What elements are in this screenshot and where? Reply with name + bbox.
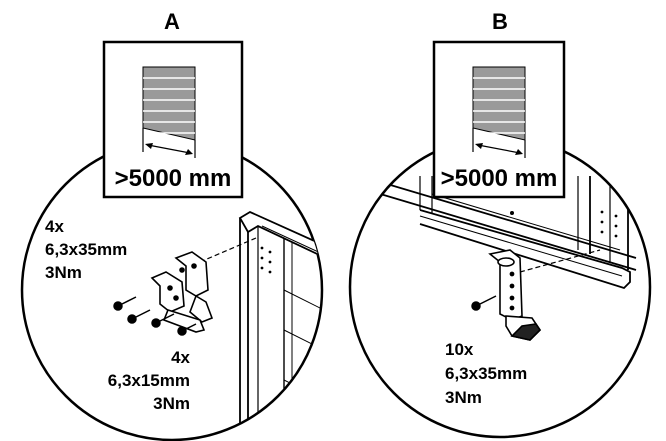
panel-a-bottom-torque: 3Nm (153, 394, 190, 413)
width-arrow-icon (147, 144, 191, 154)
panel-a-detail-drawing (113, 210, 322, 440)
panel-b-letter: B (492, 9, 508, 34)
bottom-bracket (488, 249, 542, 341)
hinge-brackets (150, 251, 214, 333)
panel-a-measure: >5000 mm (115, 165, 232, 192)
shutter-icon (142, 66, 196, 158)
panel-a-info-box: >5000 mm (102, 40, 244, 199)
screw-b (471, 295, 497, 311)
panel-a-letter: A (164, 9, 180, 34)
door-rail (238, 210, 322, 440)
panel-a-bottom-size: 6,3x15mm (108, 371, 190, 390)
panel-a-top-size: 6,3x35mm (45, 240, 127, 259)
assembly-guide-line (199, 237, 257, 263)
panel-b-torque: 3Nm (445, 388, 482, 407)
width-arrow-icon-b (477, 144, 521, 154)
screws-a (113, 296, 197, 336)
shutter-icon-b (472, 66, 526, 158)
panel-b-info-box: >5000 mm (432, 40, 566, 199)
panel-b-size: 6,3x35mm (445, 364, 527, 383)
rail-holes (260, 246, 272, 274)
door-panel-b (359, 175, 637, 290)
panel-b: B (348, 9, 652, 439)
panel-a-top-torque: 3Nm (45, 263, 82, 282)
panel-b-qty: 10x (445, 340, 474, 359)
assembly-guide-line-b (519, 249, 601, 273)
panel-a: A (20, 9, 324, 441)
panel-b-measure: >5000 mm (441, 165, 558, 192)
panel-a-bottom-qty: 4x (171, 348, 190, 367)
panel-a-top-qty: 4x (45, 217, 64, 236)
panel-b-detail-drawing (359, 175, 637, 341)
panel-b-holes (510, 210, 618, 238)
